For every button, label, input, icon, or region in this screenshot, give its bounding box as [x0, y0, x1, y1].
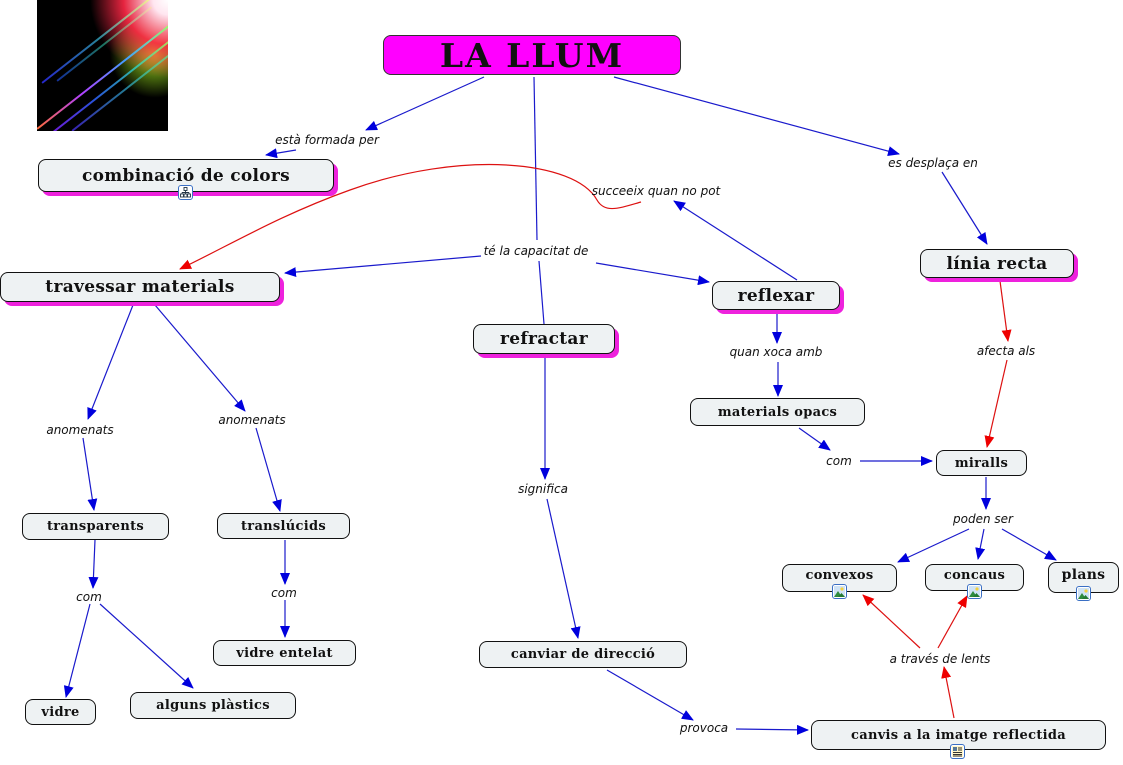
node-vidre-entelat[interactable]: vidre entelat — [213, 640, 356, 666]
edge-formada-to-combinacio — [265, 148, 297, 159]
link-anomenats-translucids[interactable]: anomenats — [218, 413, 286, 427]
link-com-transparents[interactable]: com — [76, 590, 102, 604]
link-a-traves-de-lents[interactable]: a través de lents — [889, 652, 991, 666]
link-com-opacs[interactable]: com — [826, 454, 852, 468]
node-vidre[interactable]: vidre — [25, 699, 96, 725]
node-label: travessar materials — [45, 277, 235, 297]
link-com-translucids[interactable]: com — [271, 586, 297, 600]
node-miralls[interactable]: miralls — [936, 450, 1027, 476]
link-significa[interactable]: significa — [518, 482, 568, 496]
edge-canvis-to-lents — [941, 666, 955, 719]
edge-opacs-to-com — [798, 427, 831, 451]
node-alguns-plastics[interactable]: alguns plàstics — [130, 692, 296, 719]
node-materials-opacs[interactable]: materials opacs — [690, 398, 865, 426]
submap-icon[interactable] — [178, 185, 193, 200]
map-title-text: LA LLUM — [439, 35, 625, 75]
node-label: refractar — [500, 329, 588, 349]
node-label: línia recta — [946, 253, 1048, 274]
link-poden-ser[interactable]: poden ser — [953, 512, 1013, 526]
edge-succeeix-to-travessar — [179, 164, 642, 270]
node-combinacio-de-colors[interactable]: combinació de colors — [38, 159, 334, 192]
node-label: translúcids — [240, 518, 326, 534]
image-icon[interactable] — [1076, 586, 1091, 601]
node-label: canvis a la imatge reflectida — [851, 727, 1066, 743]
edge-canviar-to-provoca — [606, 669, 694, 721]
image-icon[interactable] — [832, 584, 847, 599]
link-succeeix-quan-no-pot[interactable]: succeeix quan no pot — [591, 184, 721, 198]
map-title[interactable]: LA LLUM — [383, 35, 681, 75]
edge-poden-to-concaus — [975, 528, 986, 560]
node-label: miralls — [954, 455, 1009, 471]
edge-com-to-vidre — [63, 603, 91, 698]
node-label: combinació de colors — [81, 165, 291, 186]
node-label: vidre entelat — [236, 645, 333, 661]
node-translucids[interactable]: translúcids — [217, 513, 350, 539]
node-travessar-materials[interactable]: travessar materials — [0, 272, 280, 302]
link-esta-formada-per[interactable]: està formada per — [275, 133, 379, 147]
node-label: alguns plàstics — [156, 698, 270, 713]
edge-title-to-formada — [365, 76, 485, 131]
edge-capacitat-to-travessar — [284, 255, 482, 278]
edge-title-to-capacitat — [533, 76, 538, 241]
edge-transparents-to-com — [88, 539, 99, 589]
edge-travessar-to-anomenats2 — [154, 304, 246, 412]
edge-capacitat-to-reflexar — [595, 262, 710, 286]
edge-anomenats1-to-transparents — [82, 437, 98, 511]
edge-reflexar-to-succeeix — [673, 200, 798, 281]
node-label: convexos — [805, 568, 874, 583]
edge-title-to-desplaca — [613, 76, 900, 156]
link-te-la-capacitat-de[interactable]: té la capacitat de — [483, 244, 589, 258]
edge-anomenats2-to-translucids — [255, 427, 282, 512]
light-rays-image — [37, 0, 168, 131]
node-label: vidre — [41, 704, 80, 720]
edge-com-to-plastics — [99, 603, 194, 689]
edge-provoca-to-canvis — [735, 724, 809, 735]
edge-significa-to-canviar — [546, 498, 581, 639]
link-provoca[interactable]: provoca — [679, 721, 729, 735]
edge-poden-to-convexos — [897, 528, 970, 563]
node-label: reflexar — [737, 285, 815, 306]
document-icon[interactable] — [950, 744, 965, 759]
node-canviar-de-direccio[interactable]: canviar de direcció — [479, 641, 687, 668]
edge-desplaca-to-linia — [941, 171, 988, 245]
node-label: canviar de direcció — [510, 647, 656, 662]
node-label: plans — [1061, 567, 1106, 583]
edge-linia-to-afecta — [999, 280, 1012, 342]
edge-lents-to-concaus — [937, 595, 968, 649]
edge-lents-to-convexos — [862, 594, 921, 649]
node-linia-recta[interactable]: línia recta — [920, 249, 1074, 278]
link-quan-xoca-amb[interactable]: quan xoca amb — [729, 345, 823, 359]
node-refractar[interactable]: refractar — [473, 324, 615, 354]
node-reflexar[interactable]: reflexar — [712, 281, 840, 310]
edge-travessar-to-anomenats1 — [87, 304, 134, 420]
image-icon[interactable] — [967, 584, 982, 599]
link-afecta-als[interactable]: afecta als — [976, 344, 1036, 358]
edge-capacitat-to-refractar — [538, 260, 545, 325]
link-anomenats-transparents[interactable]: anomenats — [46, 423, 114, 437]
node-convexos[interactable]: convexos — [782, 564, 897, 592]
node-label: materials opacs — [717, 404, 838, 420]
node-plans[interactable]: plans — [1048, 562, 1119, 593]
node-label: transparents — [46, 519, 145, 534]
edge-afecta-to-miralls — [984, 359, 1008, 448]
node-label: concaus — [943, 568, 1006, 583]
link-es-desplaca-en[interactable]: es desplaça en — [888, 156, 978, 170]
edge-poden-to-plans — [1001, 528, 1057, 561]
node-transparents[interactable]: transparents — [22, 513, 169, 540]
